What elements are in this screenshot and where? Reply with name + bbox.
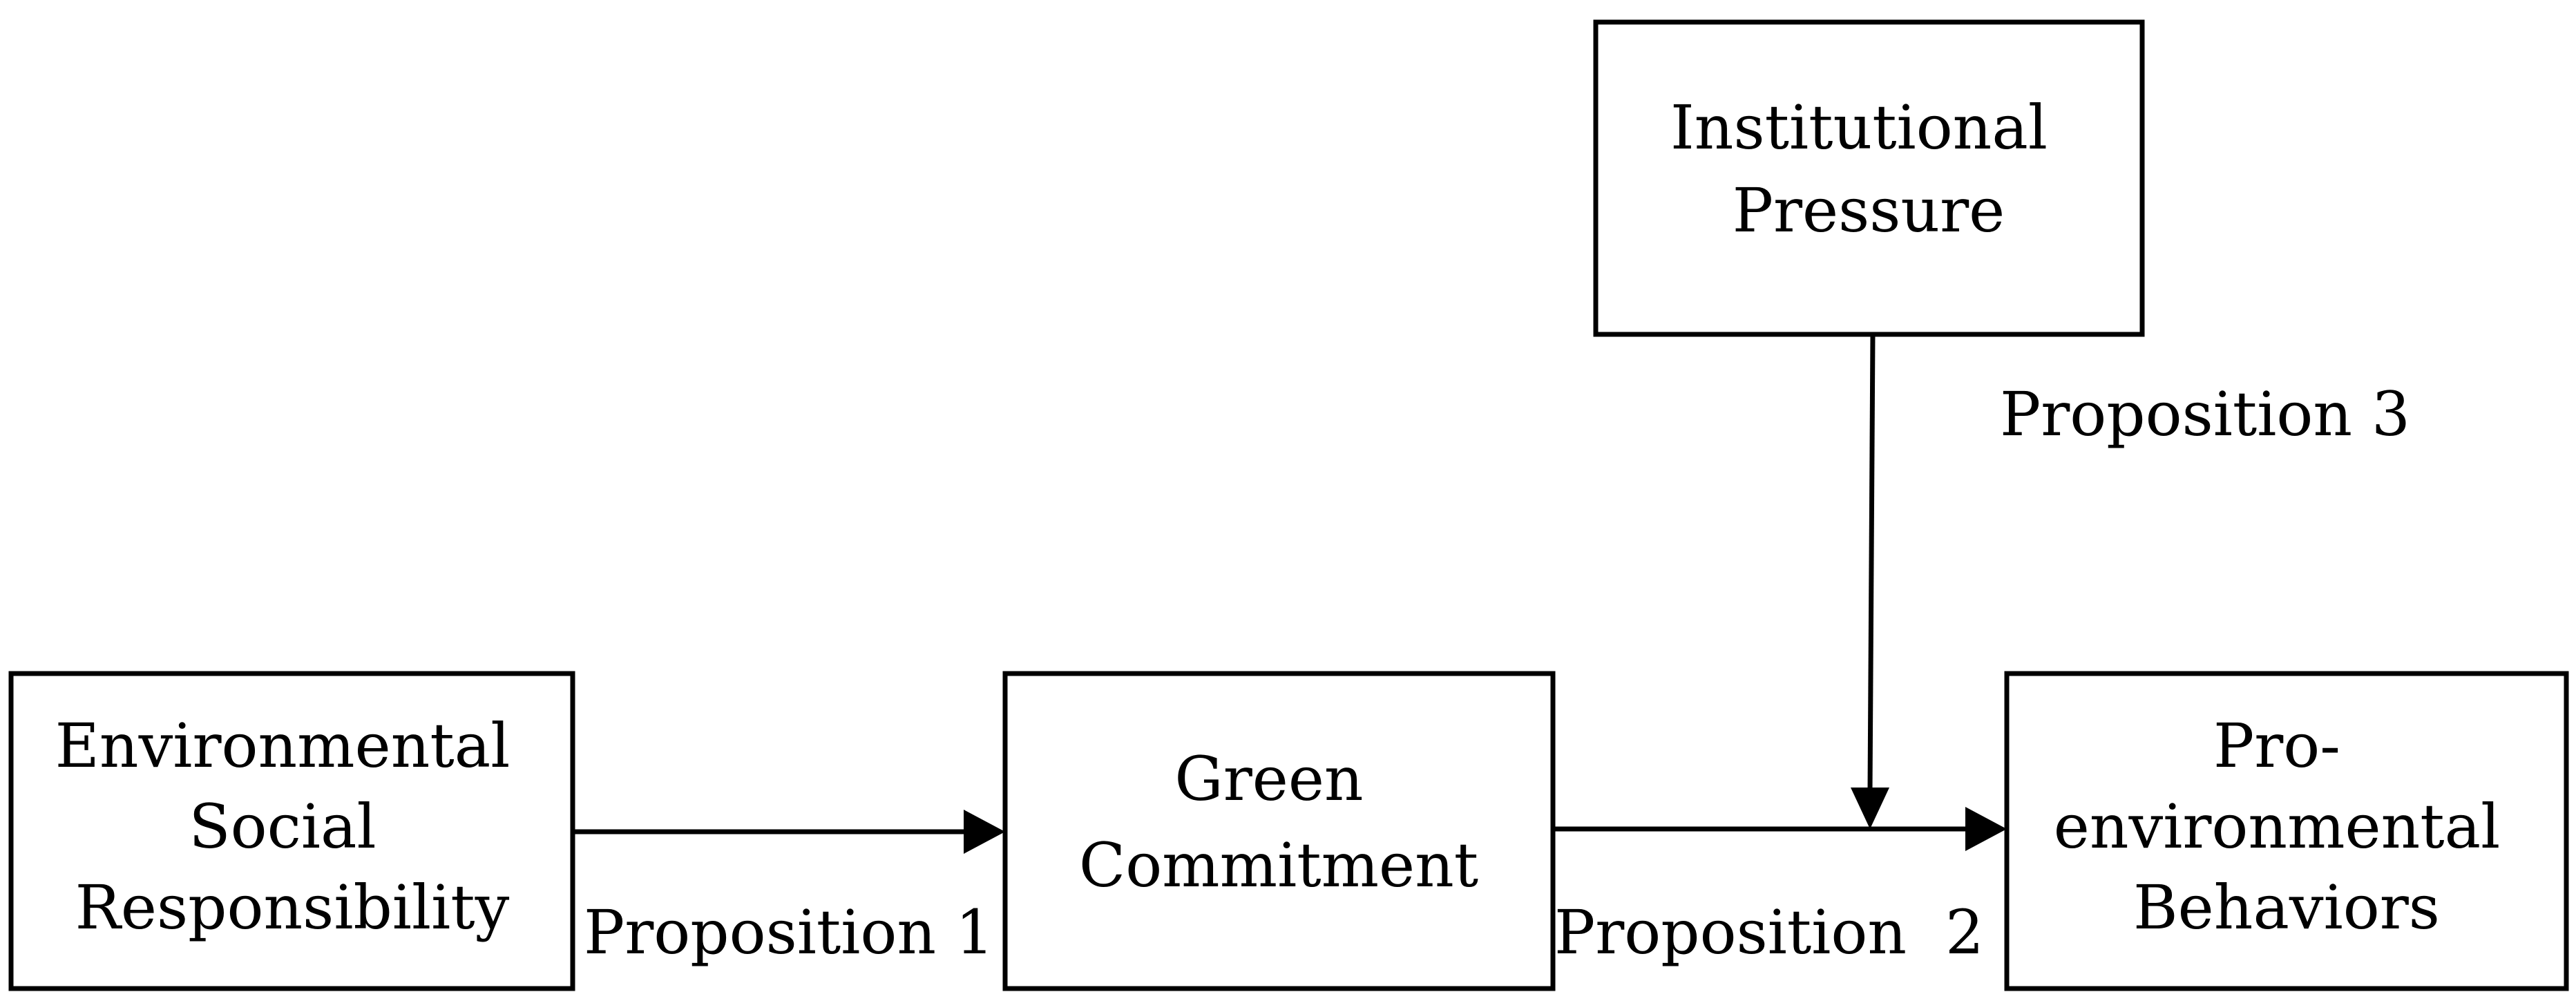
node-box-esr [8, 671, 575, 991]
edge-label-proposition-2: Proposition 2 [1554, 897, 1984, 968]
edge-proposition-2 [1553, 807, 2007, 851]
node-label-line: environmental [2054, 791, 2501, 862]
node-box-green-commitment [1002, 671, 1556, 991]
edge-label-proposition-3: Proposition 3 [2000, 379, 2410, 450]
arrowhead-proposition-3 [1851, 788, 1889, 829]
node-label-line: Social [189, 791, 376, 862]
node-label-line: Responsibility [75, 872, 510, 943]
node-box-peb [2004, 671, 2569, 991]
node-label-line: Institutional [1670, 92, 2048, 163]
node-label-line: Green [1174, 743, 1363, 814]
node-label-line: Pro- [2213, 710, 2340, 781]
node-label-line: Pressure [1733, 175, 2005, 246]
node-label-line: Environmental [55, 710, 511, 781]
node-label-esr: Environmental Social Responsibility [55, 710, 530, 943]
node-label-green-commitment: Green Commitment [1079, 743, 1478, 901]
edge-line-proposition-3 [1867, 334, 1876, 792]
node-environmental-social-responsibility: Environmental Social Responsibility [8, 671, 575, 991]
node-label-line: Commitment [1079, 830, 1478, 901]
edge-proposition-3 [1851, 334, 1889, 829]
node-label-line: Behaviors [2133, 872, 2440, 943]
arrowhead-proposition-1 [964, 810, 1005, 854]
node-institutional-pressure: Institutional Pressure [1593, 19, 2145, 337]
node-label-institutional-pressure: Institutional Pressure [1670, 92, 2067, 246]
node-box-institutional-pressure [1593, 19, 2145, 337]
edge-proposition-1 [573, 810, 1005, 854]
node-label-peb: Pro- environmental Behaviors [2054, 710, 2520, 943]
edge-label-proposition-1: Proposition 1 [584, 897, 994, 968]
node-pro-environmental-behaviors: Pro- environmental Behaviors [2004, 671, 2569, 991]
arrowhead-proposition-2 [1965, 807, 2007, 851]
node-green-commitment: Green Commitment [1002, 671, 1556, 991]
